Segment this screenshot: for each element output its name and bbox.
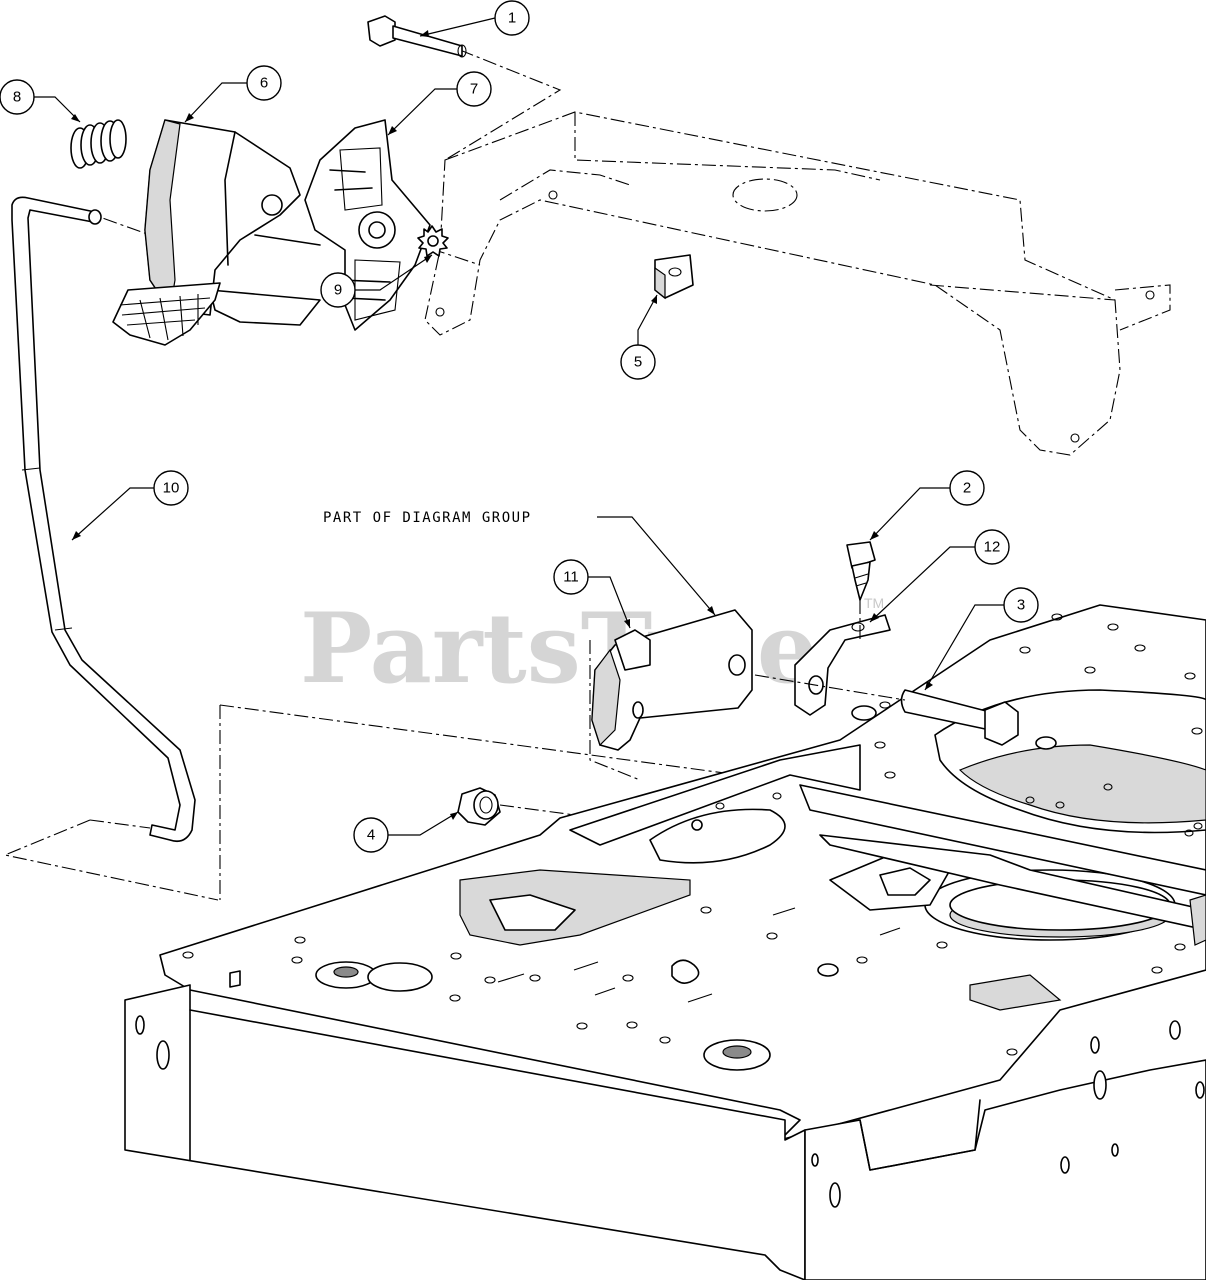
part-10-rod [11,196,196,843]
diagram-group-note-text: PART OF DIAGRAM GROUP [323,510,532,526]
callout-5[interactable] [620,344,656,380]
diagram-group-note: PART OF DIAGRAM GROUP [323,510,716,616]
callout-10[interactable] [153,470,189,506]
part-3-bolt [754,674,1019,746]
callout-6[interactable] [246,65,282,101]
callout-9[interactable] [320,272,356,308]
callout-10-label: 10 [163,480,180,497]
callout-9-label: 9 [334,282,342,299]
callout-2-label: 2 [963,480,971,497]
callouts: 1 2 3 4 5 6 7 8 [0,0,1039,853]
callout-3-label: 3 [1017,597,1025,614]
part-6-lever-housing [112,119,321,346]
watermark-trademark: TM [864,595,884,611]
callout-6-label: 6 [260,75,268,92]
part-9-star-washer [417,225,449,257]
part-4-bushing [457,787,501,826]
callout-7-label: 7 [470,81,478,98]
callout-12-label: 12 [984,539,1001,556]
upper-cover-phantom [424,111,1171,456]
frame-chassis [124,604,1206,1280]
callout-11[interactable] [553,559,589,595]
callout-7[interactable] [456,71,492,107]
part-11-pivot-bracket [591,609,753,751]
callout-2[interactable] [949,470,985,506]
callout-11-label: 11 [563,569,579,586]
part-1-bolt [367,15,467,58]
callout-4-label: 4 [367,827,375,844]
callout-5-label: 5 [634,354,642,371]
part-2-screw [846,541,876,640]
callout-8[interactable] [0,79,35,115]
callout-12[interactable] [974,529,1010,565]
callout-1[interactable] [494,0,530,36]
part-5-nut-clip [654,254,694,300]
callout-1-label: 1 [508,10,516,27]
callout-4[interactable] [353,817,389,853]
part-8-spring [70,119,127,169]
callout-3[interactable] [1003,587,1039,623]
callout-8-label: 8 [13,89,21,106]
